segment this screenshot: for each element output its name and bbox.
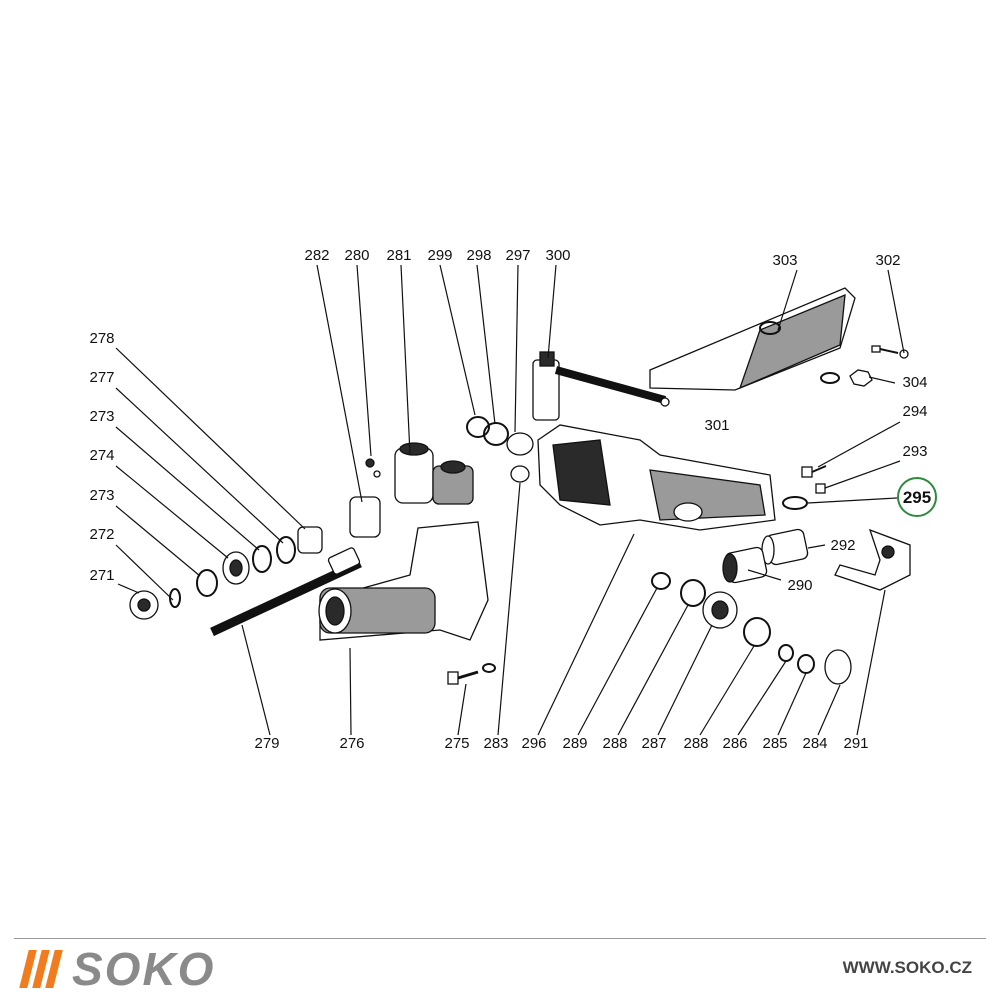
footer-divider (14, 938, 986, 939)
part-label-295: 295 (903, 488, 931, 507)
part-label-292: 292 (830, 537, 855, 554)
part-label-272: 272 (89, 526, 114, 543)
part-293-294-295-hardware (782, 465, 827, 510)
part-label-289: 289 (562, 735, 587, 752)
part-label-278: 278 (89, 330, 114, 347)
part-label-291: 291 (843, 735, 868, 752)
part-303-plate (649, 287, 856, 391)
part-label-274: 274 (89, 447, 114, 464)
part-297-299-rings (466, 416, 534, 483)
part-284-289-rings-bearing (651, 572, 852, 685)
part-label-287: 287 (641, 735, 666, 752)
part-label-284: 284 (802, 735, 827, 752)
part-296-housing (537, 424, 776, 531)
part-label-279: 279 (254, 735, 279, 752)
part-label-299: 299 (427, 247, 452, 264)
part-279-shaft (210, 547, 362, 637)
part-label-280: 280 (344, 247, 369, 264)
part-label-303: 303 (772, 252, 797, 269)
part-label-288-left: 288 (602, 735, 627, 752)
part-276-housing-tube (318, 521, 489, 641)
part-label-288-right: 288 (683, 735, 708, 752)
soko-logo[interactable]: SOKO (19, 943, 216, 995)
part-label-276: 276 (339, 735, 364, 752)
part-label-293: 293 (902, 443, 927, 460)
leader-lines (115, 264, 905, 736)
part-290-292-bushings (722, 528, 809, 584)
part-280-282-bushings (349, 442, 474, 538)
part-label-285: 285 (762, 735, 787, 752)
part-300-301-shaft-arm (532, 351, 670, 421)
part-label-282: 282 (304, 247, 329, 264)
part-304-nut (820, 369, 873, 387)
part-label-281: 281 (386, 247, 411, 264)
part-label-273-lower: 273 (89, 487, 114, 504)
part-label-286: 286 (722, 735, 747, 752)
part-label-283: 283 (483, 735, 508, 752)
website-link[interactable]: WWW.SOKO.CZ (842, 958, 972, 977)
part-label-275: 275 (444, 735, 469, 752)
part-271-278-rings (129, 526, 323, 620)
part-291-bracket (834, 528, 911, 591)
part-label-301: 301 (704, 417, 729, 434)
part-label-294: 294 (902, 403, 927, 420)
part-label-290: 290 (787, 577, 812, 594)
highlight-ring-295 (897, 477, 937, 517)
part-302-bolt (871, 345, 909, 359)
part-label-300: 300 (545, 247, 570, 264)
part-label-302: 302 (875, 252, 900, 269)
part-label-271: 271 (89, 567, 114, 584)
part-label-277: 277 (89, 369, 114, 386)
part-275-bolt (447, 663, 496, 685)
part-label-273-upper: 273 (89, 408, 114, 425)
part-labels: 282 280 281 299 298 297 300 303 302 304 … (89, 247, 931, 752)
part-label-296: 296 (521, 735, 546, 752)
part-label-298: 298 (466, 247, 491, 264)
part-label-297: 297 (505, 247, 530, 264)
logo-bars-icon (19, 950, 63, 988)
part-label-304: 304 (902, 374, 927, 391)
logo-brand-text: SOKO (72, 943, 216, 995)
